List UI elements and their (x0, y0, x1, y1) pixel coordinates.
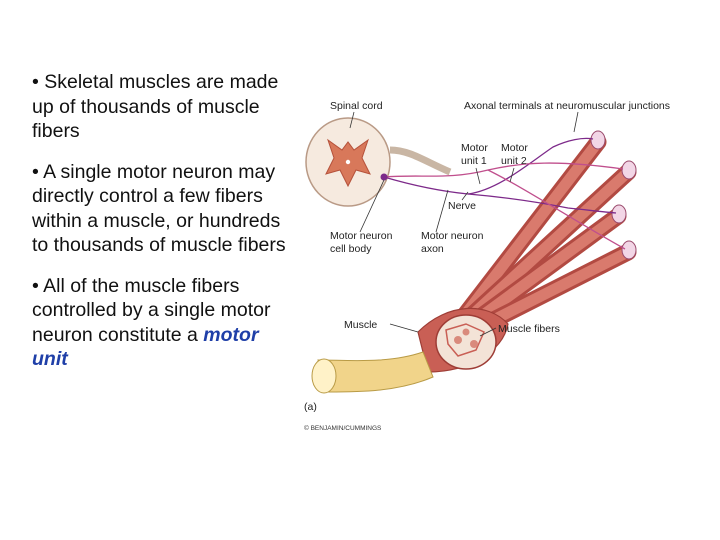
label-axon-line2: axon (421, 243, 444, 255)
label-muscle: Muscle (344, 319, 377, 331)
bullet-list: • Skeletal muscles are made up of thousa… (32, 70, 294, 388)
label-nerve: Nerve (448, 200, 476, 212)
spinal-cord-section (305, 117, 452, 207)
label-motor-unit-1-line2: unit 1 (461, 155, 487, 167)
label-muscle-fibers: Muscle fibers (498, 323, 560, 335)
label-cell-body-line1: Motor neuron (330, 230, 393, 242)
label-motor-unit-1-line1: Motor (461, 142, 488, 154)
bullet-2: • A single motor neuron may directly con… (32, 160, 286, 257)
label-axonal-terminals: Axonal terminals at neuromuscular juncti… (464, 100, 670, 112)
motor-unit-illustration: Spinal cord Axonal terminals at neuromus… (304, 100, 670, 432)
bullet-3: • All of the muscle fibers controlled by… (32, 274, 294, 372)
label-motor-unit-2-line2: unit 2 (501, 155, 527, 167)
muscle-fibers (449, 130, 637, 345)
label-panel-a: (a) (304, 401, 317, 413)
motor-unit-term: motor unit (32, 323, 259, 371)
label-credit: © BENJAMIN/CUMMINGS (304, 424, 382, 432)
label-spinal-cord: Spinal cord (330, 100, 383, 112)
label-leader-lines (349, 111, 579, 337)
label-axon-line1: Motor neuron (421, 230, 484, 242)
label-cell-body-line2: cell body (330, 243, 372, 255)
motor-neurons (380, 137, 626, 250)
bullet-3-text: • All of the muscle fibers controlled by… (32, 274, 271, 346)
muscle-belly (417, 307, 509, 373)
label-motor-unit-2-line1: Motor (501, 142, 528, 154)
bullet-1: • Skeletal muscles are made up of thousa… (32, 71, 279, 142)
tendon (311, 351, 434, 394)
